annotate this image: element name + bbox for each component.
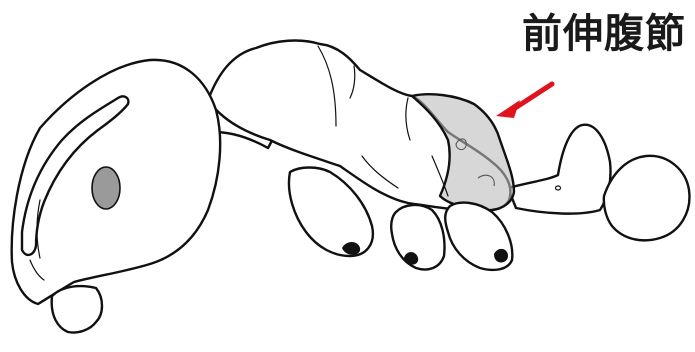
compound-eye	[92, 167, 120, 209]
arrow-icon	[496, 84, 552, 118]
petiole-node	[508, 125, 611, 214]
gaster	[604, 156, 690, 241]
mandible	[52, 286, 102, 332]
